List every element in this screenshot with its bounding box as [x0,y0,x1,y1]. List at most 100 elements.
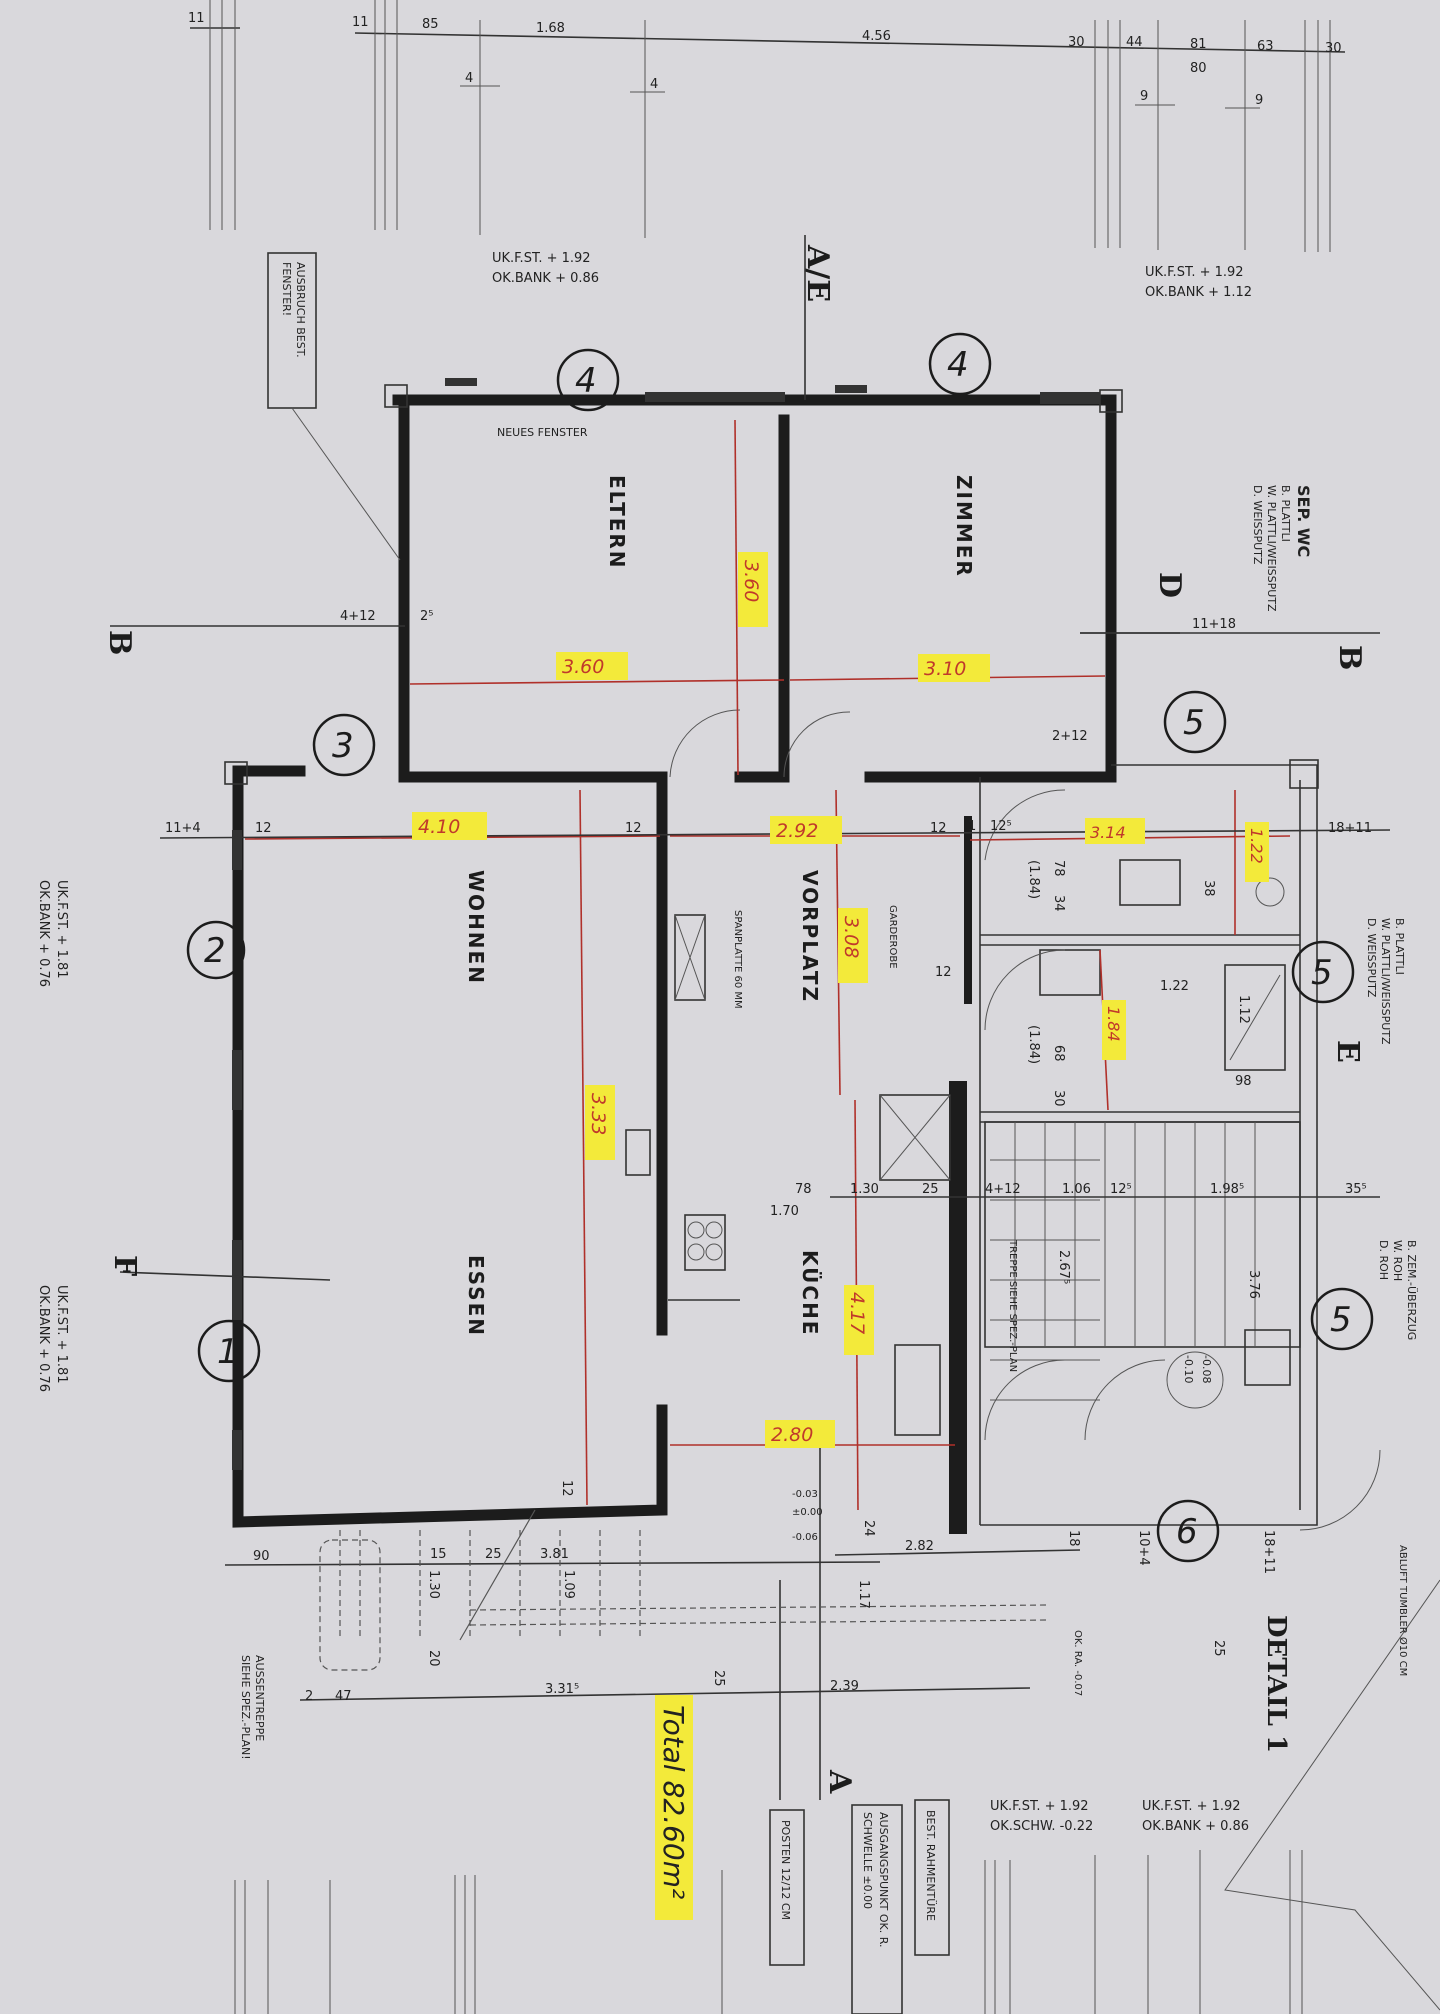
note-ausgangspunkt: SCHWELLE ±0.00 [861,1812,874,1909]
window-number: 2 [204,931,226,971]
section-mark: D [1152,572,1187,598]
plan-dimensions: 4+12 2⁵ 11+4 12 12 12 2+12 11+18 18+11 1… [165,609,1372,1704]
measure-kueche-width: 2.80 [771,1424,813,1446]
window-number-markers: 4 4 3 2 1 5 5 5 6 [186,332,1374,1563]
note: UK.F.ST. + 1.92 [1142,1799,1241,1814]
dim: 4 [650,77,658,92]
note: AUSSENTREPPE [253,1655,266,1741]
dim: 34 [1051,895,1066,912]
dim: 4 [465,71,473,86]
dim: (1.84) [1026,1025,1041,1064]
dim: 1.06 [1062,1182,1091,1197]
dim: 78 [795,1182,812,1197]
dim: 3.81 [540,1547,569,1562]
window-number: 5 [1311,953,1333,993]
window-number: 4 [947,345,969,385]
dim: 10+4 [1136,1530,1151,1566]
dim: 15 [430,1547,447,1562]
dim: 4+12 [985,1182,1021,1197]
dim: 1.12 [1236,995,1251,1024]
room-essen: ESSEN [464,1255,488,1337]
walls [224,384,1319,1534]
note-ausbruch: AUSBRUCH BEST. [294,262,307,358]
note: GARDEROBE [887,905,898,969]
dim: 9 [1255,93,1263,108]
dim: 2.82 [905,1539,934,1554]
dim: 18+11 [1328,821,1372,836]
dim: 30 [1068,35,1085,50]
note: SEP. WC [1294,485,1313,557]
dim: 1.70 [770,1204,799,1219]
dim: 9 [1140,89,1148,104]
total-area: Total 82.60m² [657,1705,690,1899]
note: OK.BANK + 0.76 [36,880,51,987]
dim: 12 [935,965,952,980]
dim: 1.98⁵ [1210,1182,1244,1197]
dim: 30 [1051,1090,1066,1107]
note: W. PLATTLI/WEISSPUTZ [1379,918,1392,1045]
dim: 1.30 [426,1570,441,1599]
dim: 4+12 [340,609,376,624]
top-dimension-chain: 11 11 85 1.68 4.56 30 44 81 80 63 30 4 4… [188,0,1346,252]
measure-eltern-depth: 3.60 [740,560,762,602]
measure-vorplatz-width: 2.92 [776,820,818,842]
note: W. ROH [1391,1240,1404,1281]
dim: 44 [1126,35,1143,50]
dim: 1.17 [856,1580,871,1609]
measure-kueche-depth: 4.17 [846,1292,868,1334]
dim: 3.76 [1246,1270,1261,1299]
window-number: 5 [1330,1300,1352,1340]
dim: 20 [426,1650,441,1667]
note: OK.BANK + 0.86 [492,271,599,286]
dim: 38 [1201,880,1216,897]
dim: 24 [861,1520,876,1537]
note: UK.F.ST. + 1.92 [492,251,591,266]
window-number: 4 [575,361,597,401]
dim: 47 [335,1689,352,1704]
note: OK.BANK + 1.12 [1145,285,1252,300]
measure-wohnen-depth: 3.33 [587,1093,609,1135]
dim: 25 [922,1182,939,1197]
dim: 25 [711,1670,726,1687]
dim: 2+12 [1052,729,1088,744]
level: ±0.00 [792,1507,823,1518]
section-mark: E [1330,1040,1365,1063]
dim: 3.31⁵ [545,1682,579,1697]
note: D. ROH [1377,1240,1390,1280]
level: -0.06 [792,1532,818,1543]
measure-wc-width: 3.14 [1090,823,1126,842]
dim: 25 [485,1547,502,1562]
bottom-grid-lines [234,1579,1440,2014]
dim: 2⁵ [420,609,433,624]
dim: 11+4 [165,821,201,836]
room-vorplatz: VORPLATZ [798,870,822,1003]
dim: 2.67⁵ [1056,1250,1071,1284]
measure-eltern-width: 3.60 [562,656,604,678]
note: UK.F.ST. + 1.81 [54,1285,69,1384]
dim: 2.39 [830,1679,859,1694]
section-mark: B [1332,645,1367,670]
dim: 12 [559,1480,574,1497]
dim: 12 [625,821,642,836]
dim: 68 [1051,1045,1066,1062]
note-ausgangspunkt: AUSGANGSPUNKT OK. R. [877,1812,890,1947]
window-number: 5 [1183,703,1205,743]
note-ausbruch: FENSTER! [280,262,293,316]
section-mark: A [822,1769,857,1794]
dim: 80 [1190,61,1207,76]
level: -0.03 [792,1489,818,1500]
exterior-stairs [319,1509,1051,1671]
dim: 1.22 [1160,979,1189,994]
dim: 12⁵ [1110,1182,1132,1197]
section-marks: B B D E F A/E A [102,235,1367,1794]
note: TREPPE SIEHE SPEZ.-PLAN [1007,1239,1018,1372]
windows [232,378,1100,1470]
note: W. PLATTLI/WEISSPUTZ [1265,485,1278,612]
dim: 12 [255,821,272,836]
dim: 12⁵ [990,819,1012,834]
room-zimmer: ZIMMER [952,475,976,578]
note: NEUES FENSTER [497,426,588,439]
level: -0.10 [1182,1355,1195,1383]
measure-bad-depth: 1.84 [1104,1006,1123,1042]
